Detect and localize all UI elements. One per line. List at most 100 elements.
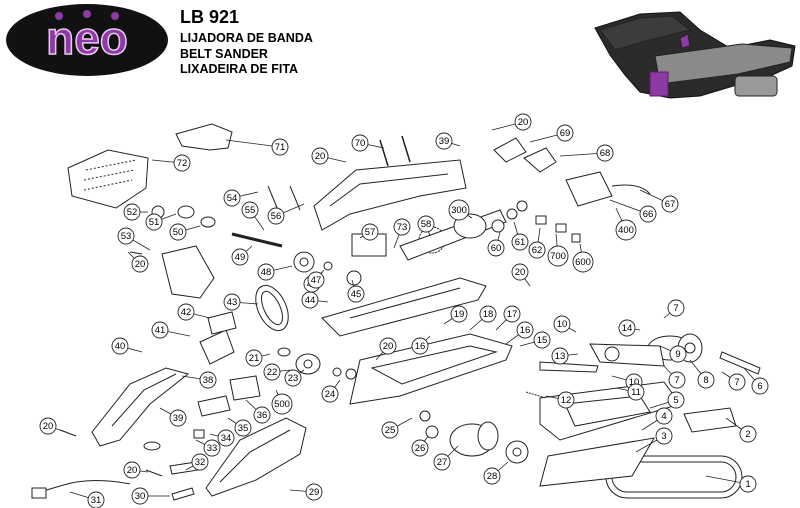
product-name-en: BELT SANDER [180, 46, 268, 61]
part-number-label: 34 [221, 433, 232, 444]
callout-bubble [417, 215, 435, 233]
callout-bubble [503, 305, 521, 323]
part-number-label: 52 [127, 207, 138, 218]
callout-bubble [487, 239, 505, 257]
part-number-label: 61 [515, 237, 526, 248]
callout-bubble [739, 475, 757, 493]
part-number-label: 71 [275, 142, 286, 153]
callout-bubble [351, 134, 369, 152]
part-number-label: 18 [483, 309, 494, 320]
part-number-label: 41 [155, 325, 166, 336]
callout-bubble [267, 207, 285, 225]
part-number-label: 16 [415, 341, 426, 352]
callout-bubble [245, 349, 263, 367]
callout-bubble [131, 255, 149, 273]
callout-bubble [111, 337, 129, 355]
part-number-label: 20 [315, 151, 326, 162]
part-number-label: 51 [149, 217, 160, 228]
part-number-label: 48 [261, 267, 272, 278]
callout-bubble [253, 406, 271, 424]
part-number-label: 20 [127, 465, 138, 476]
part-number-label: 38 [203, 375, 214, 386]
part-number-label: 49 [235, 252, 246, 263]
callout-bubble [697, 371, 715, 389]
callout-bubble [177, 303, 195, 321]
part-number-label: 55 [245, 205, 256, 216]
callout-bubble [347, 285, 365, 303]
callout-bubble [557, 391, 575, 409]
part-number-label: 5 [673, 395, 678, 406]
part-number-label: 58 [421, 219, 432, 230]
part-number-label: 20 [43, 421, 54, 432]
part-number-label: 600 [575, 257, 591, 268]
part-number-label: 10 [629, 377, 640, 388]
callout-bubble [87, 491, 105, 508]
part-number-label: 28 [487, 471, 498, 482]
product-name-es: LIJADORA DE BANDA [180, 31, 313, 45]
part-number-label: 12 [561, 395, 572, 406]
part-number-label: 72 [177, 158, 188, 169]
callout-bubble [223, 189, 241, 207]
callout-bubble [234, 419, 252, 437]
part-number-label: 42 [181, 307, 192, 318]
callout-bubble [511, 263, 529, 281]
part-number-label: 400 [618, 225, 634, 236]
callout-bubble [361, 223, 379, 241]
part-number-label: 73 [397, 222, 408, 233]
part-number-label: 11 [631, 387, 641, 398]
callout-bubble [217, 429, 235, 447]
callout-bubble [321, 385, 339, 403]
part-number-label: 7 [734, 377, 739, 388]
part-number-label: 3 [661, 431, 666, 442]
part-number-label: 16 [520, 325, 531, 336]
part-number-label: 19 [454, 309, 465, 320]
part-number-label: 7 [673, 303, 678, 314]
callout-bubble [169, 223, 187, 241]
callout-bubble [305, 483, 323, 501]
callout-bubble [307, 271, 325, 289]
callout-bubble [667, 391, 685, 409]
callout-bubble [271, 393, 293, 415]
part-number-label: 20 [518, 117, 529, 128]
part-number-label: 2 [745, 429, 750, 440]
callout-bubble [263, 363, 281, 381]
callout-bubble [668, 371, 686, 389]
part-number-label: 57 [365, 227, 376, 238]
product-name-pt: LIXADEIRA DE FITA [180, 62, 299, 76]
callout-bubble [547, 245, 569, 267]
part-number-label: 69 [560, 128, 571, 139]
part-number-label: 50 [173, 227, 184, 238]
part-number-label: 10 [557, 319, 568, 330]
part-number-label: 62 [532, 245, 543, 256]
title-block: LB 921 LIJADORA DE BANDA BELT SANDER LIX… [180, 8, 313, 79]
part-number-label: 44 [305, 295, 316, 306]
callout-bubble [596, 144, 614, 162]
callout-bubble [231, 248, 249, 266]
callout-bubble [639, 205, 657, 223]
callout-bubble [511, 233, 529, 251]
part-number-label: 30 [135, 491, 146, 502]
part-number-label: 39 [173, 413, 184, 424]
part-number-label: 24 [325, 389, 336, 400]
logo-text: neo [46, 12, 128, 64]
part-number-label: 15 [537, 335, 548, 346]
callout-bubble [381, 421, 399, 439]
callout-bubble [615, 219, 637, 241]
callout-bubble [751, 377, 769, 395]
callout-bubble [284, 369, 302, 387]
part-number-label: 68 [600, 148, 611, 159]
callout-bubble [169, 409, 187, 427]
callout-bubble [117, 227, 135, 245]
part-number-label: 20 [383, 341, 394, 352]
part-number-label: 45 [351, 289, 362, 300]
callout-bubble [483, 467, 501, 485]
part-number-label: 700 [550, 251, 566, 262]
part-number-label: 27 [437, 457, 448, 468]
part-number-label: 8 [703, 375, 708, 386]
brand-logo: neo [4, 2, 170, 78]
part-number-label: 13 [555, 351, 566, 362]
callout-bubble [533, 331, 551, 349]
callout-bubble [241, 201, 259, 219]
part-number-label: 1 [745, 479, 750, 490]
callout-bubble [516, 321, 534, 339]
